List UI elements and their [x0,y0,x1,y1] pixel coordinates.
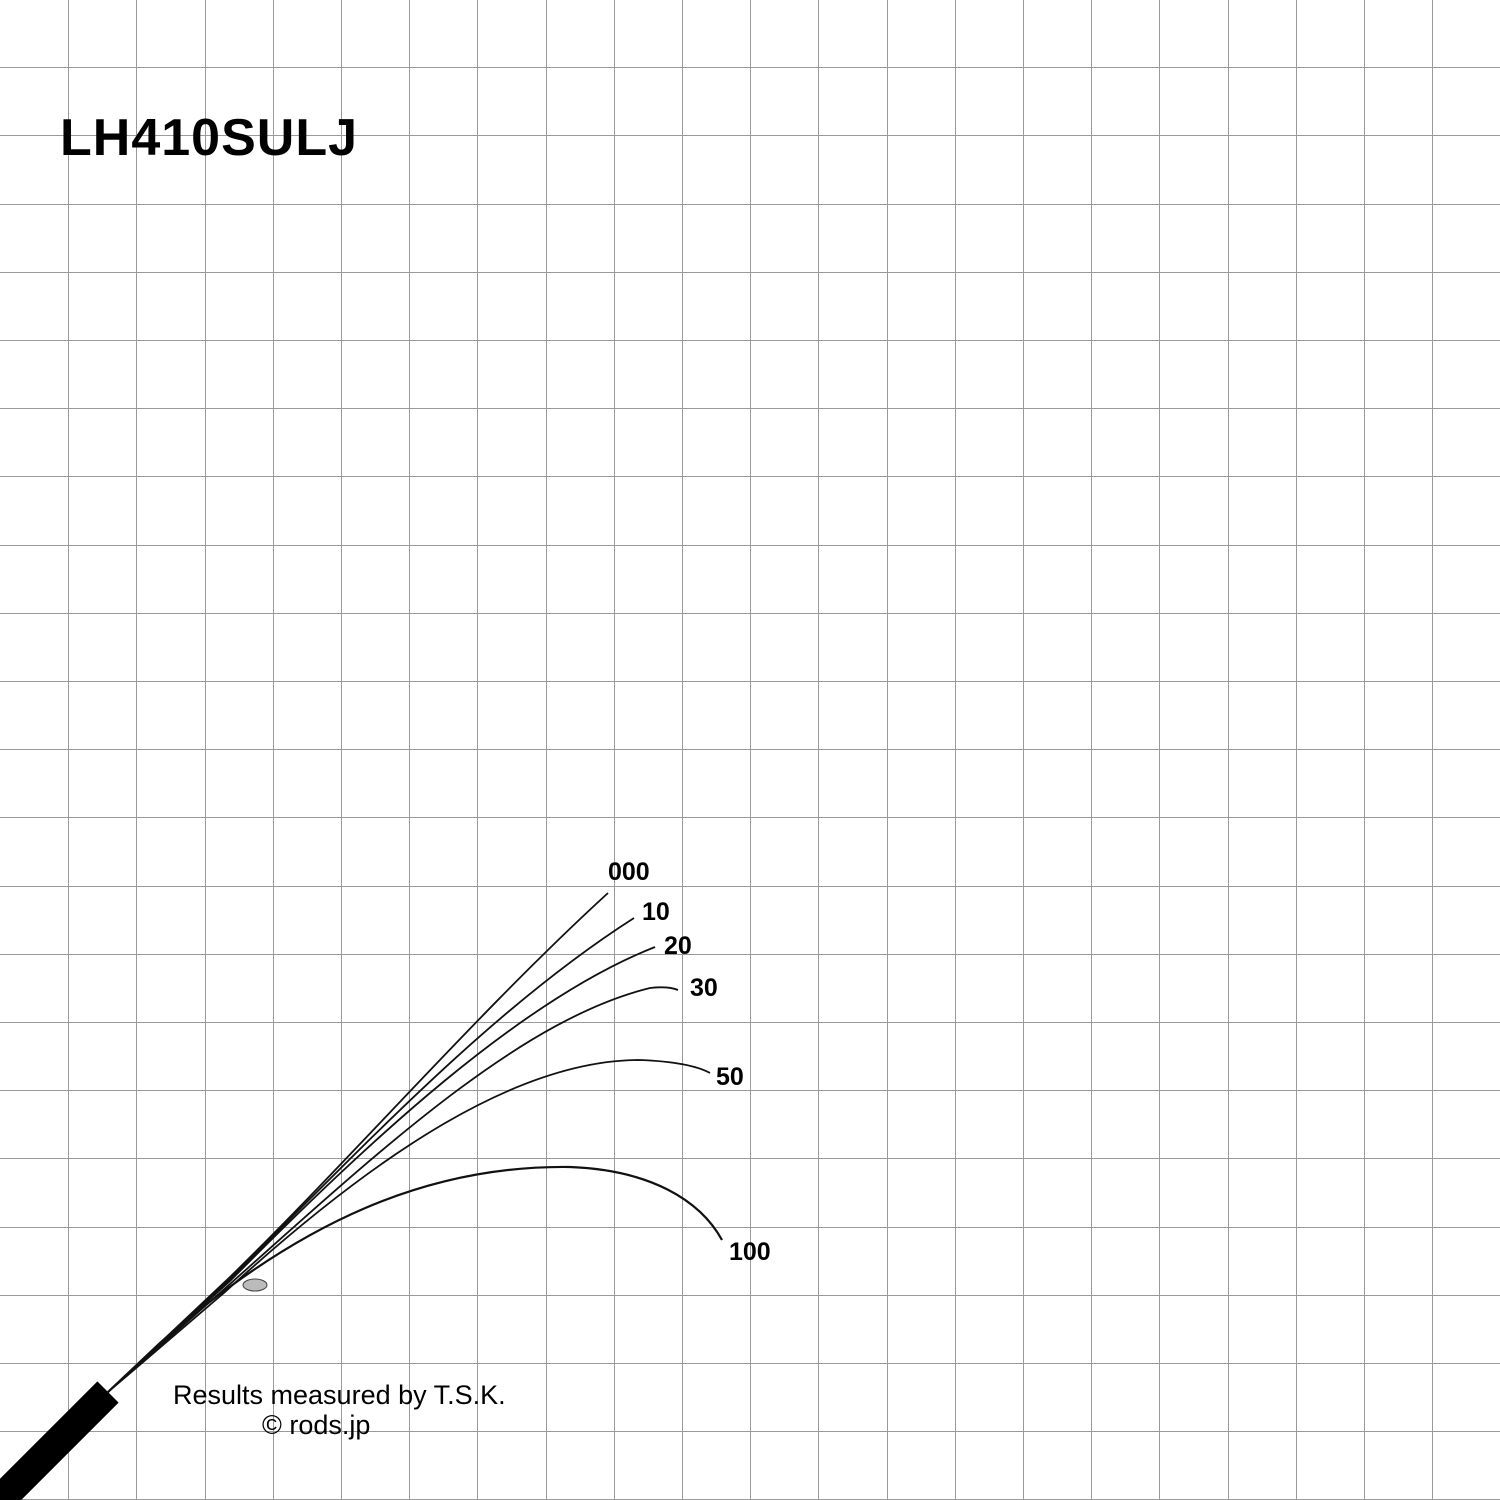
rod-curve-50 [107,1059,711,1393]
rod-curve-20 [107,946,656,1393]
label-100: 100 [729,1238,771,1266]
label-10: 10 [642,898,670,926]
rod-curve-10 [107,917,635,1393]
rod-curves [107,892,723,1393]
label-20: 20 [664,932,692,960]
page-title: LH410SULJ [60,109,358,167]
credit-copyright: © rods.jp [262,1410,371,1440]
label-000: 000 [608,858,650,886]
rod-curve-100 [107,1165,723,1393]
rod-handle [0,1381,119,1500]
curve-labels: 000 10 20 30 50 100 [608,858,771,1266]
credit-measured: Results measured by T.S.K. [173,1380,506,1410]
rod-curve-30 [107,986,679,1393]
reel-icon [242,1278,268,1292]
label-50: 50 [716,1063,744,1091]
rod-curve-000 [107,892,609,1393]
label-30: 30 [690,974,718,1002]
